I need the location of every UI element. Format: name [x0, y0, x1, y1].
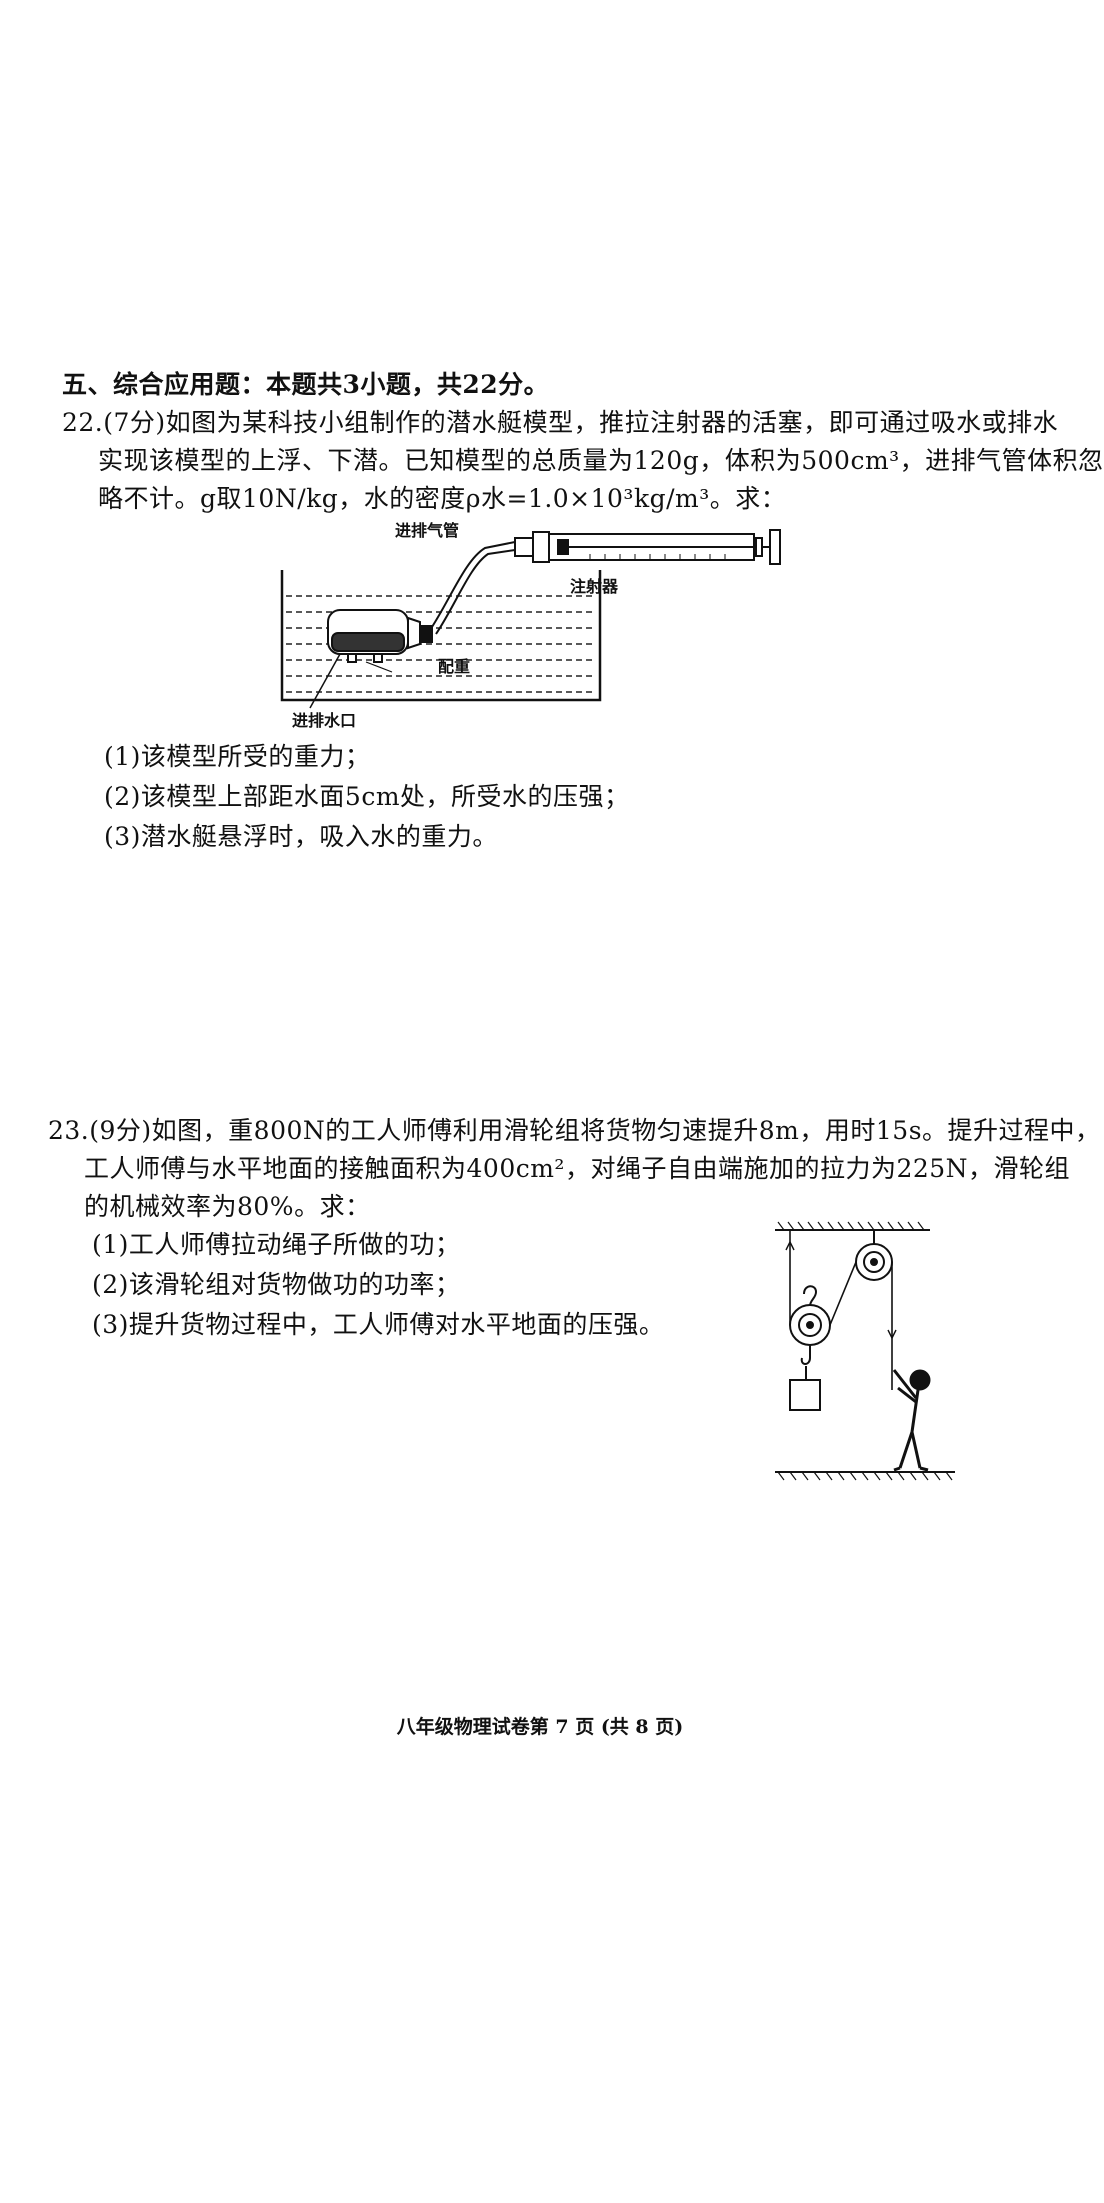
page-footer: 八年级物理试卷第 7 页 (共 8 页) [396, 1716, 684, 1738]
syringe [514, 529, 781, 565]
air-pipe [429, 541, 516, 631]
q22-sub-2: (2)该模型上部距水面5cm处，所受水的压强； [104, 782, 630, 811]
exam-page: 五、综合应用题：本题共3小题，共22分。 22.(7分)如图为某科技小组制作的潜… [48, 370, 1103, 1738]
q23-line-3: 的机械效率为80%。求： [84, 1192, 371, 1221]
worker [892, 1369, 931, 1472]
q23-line-1: 23.(9分)如图，重800N的工人师傅利用滑轮组将货物匀速提升8m，用时15s… [48, 1116, 1101, 1145]
ropes [789, 1230, 893, 1390]
submarine-model [327, 609, 433, 663]
label-weight: 配重 [438, 657, 470, 676]
q23-sub-3: (3)提升货物过程中，工人师傅对水平地面的压强。 [92, 1310, 665, 1339]
water-tank [280, 570, 602, 702]
movable-pulley [789, 1285, 831, 1365]
q22-line-1: 22.(7分)如图为某科技小组制作的潜水艇模型，推拉注射器的活塞，即可通过吸水或… [62, 408, 1059, 437]
label-water-inlet: 进排水口 [292, 711, 356, 730]
section-heading: 五、综合应用题：本题共3小题，共22分。 [62, 370, 550, 399]
q23-line-2: 工人师傅与水平地面的接触面积为400cm²，对绳子自由端施加的拉力为225N，滑… [84, 1154, 1071, 1183]
pulley-figure [775, 1221, 955, 1481]
q22-sub-1: (1)该模型所受的重力； [104, 742, 371, 771]
q23-sub-1: (1)工人师傅拉动绳子所做的功； [92, 1230, 461, 1259]
q23-sub-2: (2)该滑轮组对货物做功的功率； [92, 1270, 461, 1299]
air-pipe-outer [435, 549, 516, 635]
q22-line-3: 略不计。g取10N/kg，水的密度ρ水=1.0×10³kg/m³。求： [98, 484, 787, 513]
fixed-pulley [855, 1230, 893, 1281]
cargo [789, 1366, 821, 1411]
label-syringe: 注射器 [570, 577, 619, 596]
label-air-pipe: 进排气管 [395, 521, 459, 540]
q22-line-2: 实现该模型的上浮、下潜。已知模型的总质量为120g，体积为500cm³，进排气管… [98, 446, 1104, 475]
submarine-figure: 进排气管 注射器 配重 进排水口 [280, 521, 781, 730]
q22-sub-3: (3)潜水艇悬浮时，吸入水的重力。 [104, 822, 498, 851]
